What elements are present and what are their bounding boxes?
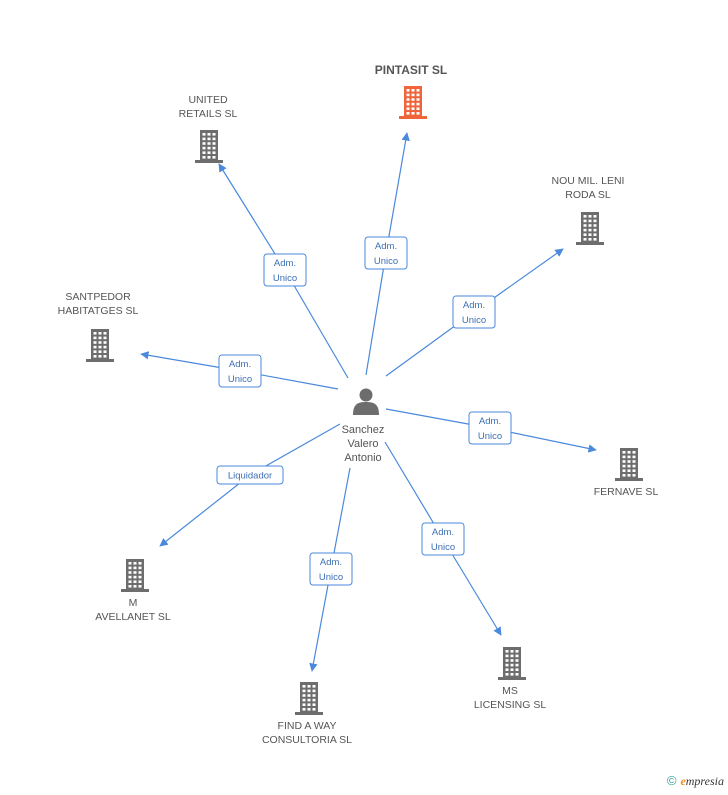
building-icon[interactable]	[295, 682, 323, 715]
building-icon[interactable]	[86, 329, 114, 362]
person-label: Sanchez	[342, 424, 385, 436]
company-node-ms-licensing[interactable]: MS LICENSING SL	[474, 647, 547, 711]
edge-label-text: Adm.	[375, 241, 397, 252]
person-icon	[353, 388, 379, 415]
company-node-find-a-way[interactable]: FIND A WAY CONSULTORIA SL	[262, 682, 352, 746]
company-label: HABITATGES SL	[58, 305, 139, 317]
company-node-santpedor[interactable]: SANTPEDOR HABITATGES SL	[58, 291, 139, 362]
edge-label-text: Adm.	[229, 359, 251, 370]
building-icon[interactable]	[615, 448, 643, 481]
company-label: SANTPEDOR	[65, 291, 131, 303]
edge-label-box[interactable]	[309, 552, 353, 586]
edge-united-retails: Adm. Unico	[218, 163, 349, 379]
company-label: LICENSING SL	[474, 699, 547, 711]
person-label: Valero	[348, 438, 379, 450]
edge-label-box[interactable]	[218, 354, 262, 388]
company-label: AVELLANET SL	[95, 611, 171, 623]
company-label: CONSULTORIA SL	[262, 734, 352, 746]
company-label: MS	[502, 685, 518, 697]
person-label: Antonio	[344, 452, 381, 464]
edge-label-box[interactable]	[421, 522, 465, 556]
edge-line	[159, 423, 341, 547]
building-icon[interactable]	[399, 86, 427, 119]
edge-ms-licensing: Adm. Unico	[384, 441, 502, 636]
edge-m-avellanet: Liquidador	[159, 423, 341, 547]
edge-label-text: Unico	[431, 542, 455, 553]
edge-label-text: Unico	[374, 256, 398, 267]
edge-label-text: Adm.	[274, 258, 296, 269]
company-label: RODA SL	[565, 189, 611, 201]
edge-label-text: Adm.	[432, 527, 454, 538]
edge-label-text: Liquidador	[228, 471, 272, 482]
edge-fernave: Adm. Unico	[385, 408, 597, 453]
company-label: NOU MIL. LENI	[552, 175, 625, 187]
edge-label-box[interactable]	[452, 295, 496, 329]
building-icon[interactable]	[195, 130, 223, 163]
edge-label-text: Unico	[462, 315, 486, 326]
edge-label-text: Unico	[319, 572, 343, 583]
company-label: RETAILS SL	[179, 108, 238, 120]
edge-santpedor: Adm. Unico	[140, 351, 339, 390]
edge-pintasit: Adm. Unico	[364, 132, 410, 376]
edge-label-text: Unico	[228, 374, 252, 385]
company-node-fernave[interactable]: FERNAVE SL	[594, 448, 659, 498]
company-label: FERNAVE SL	[594, 486, 659, 498]
edge-label-text: Unico	[273, 273, 297, 284]
edge-nou-mil-leni: Adm. Unico	[385, 248, 564, 377]
company-label: UNITED	[188, 94, 228, 106]
footer-brand: ©empresia	[667, 773, 724, 789]
company-node-pintasit[interactable]: PINTASIT SL	[375, 63, 447, 119]
company-label: M	[129, 597, 138, 609]
edge-label-text: Adm.	[479, 416, 501, 427]
copyright-symbol: ©	[666, 773, 677, 788]
edge-label-box[interactable]	[364, 236, 408, 270]
edge-label-box[interactable]	[468, 411, 512, 445]
brand-logo-initial: e	[680, 774, 686, 788]
building-icon[interactable]	[576, 212, 604, 245]
company-label: PINTASIT SL	[375, 63, 447, 77]
edge-label-text: Adm.	[463, 300, 485, 311]
edge-label-text: Adm.	[320, 557, 342, 568]
building-icon[interactable]	[498, 647, 526, 680]
company-label: FIND A WAY	[278, 720, 337, 732]
edge-label-box[interactable]	[263, 253, 307, 287]
building-icon[interactable]	[121, 559, 149, 592]
company-node-nou-mil-leni[interactable]: NOU MIL. LENI RODA SL	[552, 175, 625, 245]
edge-find-a-way: Adm. Unico	[309, 467, 353, 672]
edge-label-box[interactable]	[216, 465, 284, 485]
company-node-m-avellanet[interactable]: M AVELLANET SL	[95, 559, 171, 623]
company-node-united-retails[interactable]: UNITED RETAILS SL	[179, 94, 238, 163]
edge-label-text: Unico	[478, 431, 502, 442]
brand-logo-text: mpresia	[685, 774, 724, 788]
